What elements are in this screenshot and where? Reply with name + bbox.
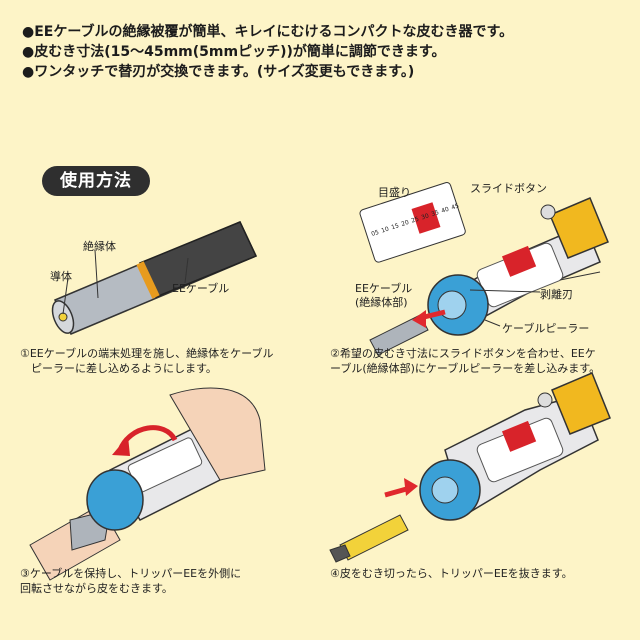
conductor-label: 導体	[50, 270, 72, 283]
step3-caption-line2: 回転させながら皮をむきます。	[20, 582, 173, 595]
panel2-tool-illustration	[359, 182, 609, 356]
scale-tick-label: 30	[420, 212, 430, 221]
scale-tick-label: 05	[370, 229, 380, 238]
step1-caption-line2: ピーラーに差し込めるようにします。	[20, 362, 217, 375]
howto-heading: 使用方法	[42, 166, 150, 196]
scale-tick-label: 15	[390, 222, 400, 231]
step1-caption: ①EEケーブルの端末処理を施し、絶縁体をケーブル ピーラーに差し込めるようにしま…	[20, 346, 310, 376]
scale-tick-label: 10	[380, 226, 390, 235]
step4-caption: ④皮をむき切ったら、トリッパーEEを抜きます。	[330, 566, 630, 581]
step3-caption-line1: ③ケーブルを保持し、トリッパーEEを外側に	[20, 567, 242, 580]
panel3-illustration	[29, 387, 266, 581]
panel4-illustration	[329, 372, 611, 563]
scale-label: 目盛り	[378, 186, 411, 199]
step3-caption: ③ケーブルを保持し、トリッパーEEを外側に 回転させながら皮をむきます。	[20, 566, 310, 596]
scale-tick-label: 35	[430, 209, 440, 218]
insulator-label: 絶縁体	[83, 240, 116, 253]
ee-cable-sub-label: (絶縁体部)	[355, 296, 408, 309]
feature-bullet-2: ●皮むき寸法(15〜45mm(5mmピッチ))が簡単に調節できます。	[22, 44, 446, 60]
step2-caption-line1: ②希望の皮むき寸法にスライドボタンを合わせ、EEケ	[330, 347, 596, 360]
feature-bullet-1: ●EEケーブルの絶縁被覆が簡単、キレイにむけるコンパクトな皮むき器です。	[22, 24, 514, 40]
ee-cable-label: EEケーブル	[355, 282, 413, 295]
scale-tick-label: 40	[440, 206, 450, 215]
scale-tick-label: 25	[410, 216, 420, 225]
slide-button-label: スライドボタン	[470, 182, 547, 195]
step1-caption-line1: ①EEケーブルの端末処理を施し、絶縁体をケーブル	[20, 347, 274, 360]
feature-bullet-3: ●ワンタッチで替刃が交換できます。(サイズ変更もできます。)	[22, 64, 415, 80]
peeler-label: ケーブルピーラー	[502, 322, 590, 335]
step2-caption-line2: ーブル(絶縁体部)にケーブルピーラーを差し込みます。	[330, 362, 601, 375]
step4-caption-line1: ④皮をむき切ったら、トリッパーEEを抜きます。	[330, 567, 573, 580]
blade-label: 剥離刃	[540, 288, 573, 301]
step2-caption: ②希望の皮むき寸法にスライドボタンを合わせ、EEケ ーブル(絶縁体部)にケーブル…	[330, 346, 630, 376]
scale-tick-label: 45	[450, 202, 460, 211]
cable-label: EEケーブル	[172, 282, 230, 295]
scale-tick-label: 20	[400, 219, 410, 228]
panel1-cable-illustration	[51, 221, 258, 335]
feature-bullets: ●EEケーブルの絶縁被覆が簡単、キレイにむけるコンパクトな皮むき器です。 ●皮む…	[22, 22, 622, 82]
